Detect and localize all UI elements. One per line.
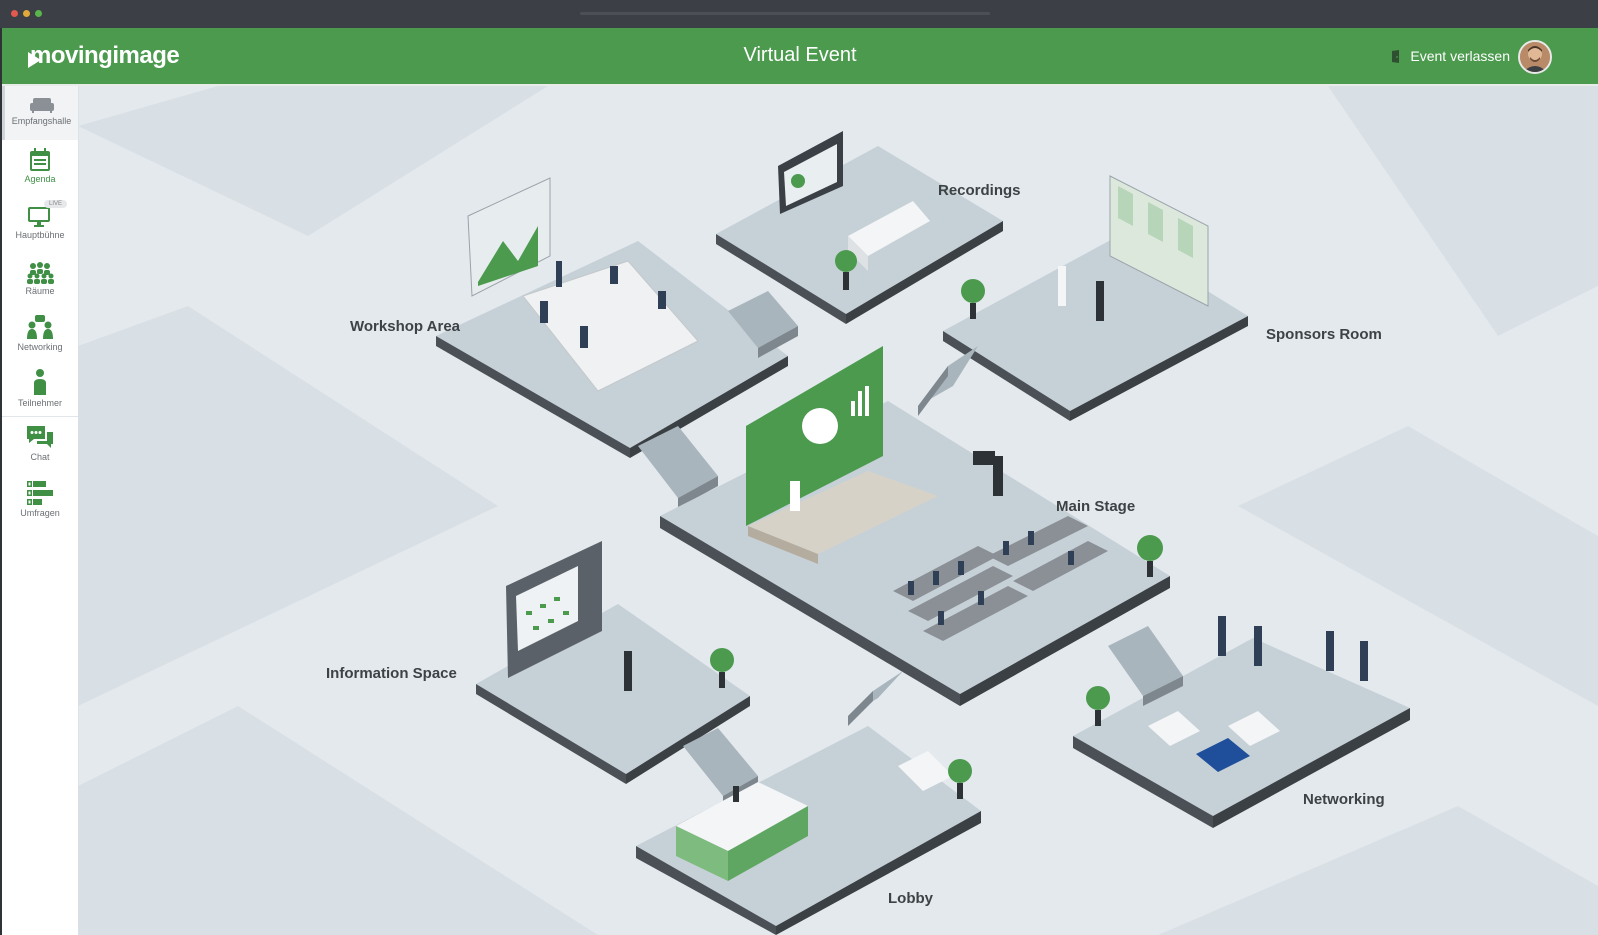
logo-play-icon: [28, 52, 41, 68]
maximize-window-button[interactable]: [35, 10, 42, 17]
sidebar-item-teilnehmer[interactable]: Teilnehmer: [2, 368, 78, 408]
sidebar-nav: Empfangshalle Agenda LIVE Hauptbühne: [2, 86, 79, 935]
venue-illustration: [78, 86, 1598, 935]
main-stage-room[interactable]: [660, 346, 1170, 706]
sidebar-item-raeume[interactable]: Räume: [2, 262, 78, 296]
room-label-recordings[interactable]: Recordings: [938, 182, 1021, 199]
brand-logo[interactable]: movingimage: [30, 42, 180, 69]
address-bar: [580, 12, 990, 15]
recordings-stairs: [728, 291, 798, 358]
sidebar-item-label: Hauptbühne: [15, 230, 65, 240]
poll-bars-icon: [27, 481, 53, 505]
room-label-workshop-area[interactable]: Workshop Area: [350, 318, 461, 335]
sidebar-item-label: Teilnehmer: [17, 398, 63, 408]
information-space-room[interactable]: [476, 541, 750, 784]
minimize-window-button[interactable]: [23, 10, 30, 17]
lobby-room[interactable]: [636, 726, 981, 935]
sidebar-item-label: Empfangshalle: [11, 116, 72, 126]
sidebar-item-umfragen[interactable]: Umfragen: [2, 480, 78, 518]
calendar-icon: [30, 148, 50, 171]
group-icon: [27, 262, 54, 284]
sidebar-item-hauptbuehne[interactable]: LIVE Hauptbühne: [2, 200, 78, 240]
live-badge: LIVE: [44, 200, 68, 208]
sidebar-item-agenda[interactable]: Agenda: [2, 148, 78, 184]
sidebar-item-label: Networking: [17, 342, 63, 352]
networking-stairs: [1108, 626, 1183, 706]
door-exit-icon: [1392, 49, 1400, 63]
room-label-main-stage[interactable]: Main Stage: [1056, 498, 1136, 515]
room-label-information-space[interactable]: Information Space: [326, 665, 457, 682]
recordings-room[interactable]: [716, 131, 1003, 324]
person-icon: [34, 369, 46, 395]
sidebar-divider: [2, 416, 78, 417]
sidebar-item-label: Umfragen: [20, 508, 60, 518]
leave-event-button[interactable]: Event verlassen: [1391, 48, 1510, 64]
sidebar-item-chat[interactable]: Chat: [2, 424, 78, 462]
monitor-icon: [28, 207, 50, 227]
room-label-networking[interactable]: Networking: [1303, 791, 1385, 808]
sponsors-room-room[interactable]: [943, 175, 1248, 421]
app-header: movingimage Virtual Event Event verlasse…: [2, 28, 1598, 86]
chat-bubbles-icon: [27, 426, 53, 448]
room-label-lobby[interactable]: Lobby: [888, 890, 933, 907]
sidebar-item-label: Agenda: [24, 174, 56, 184]
app-window: movingimage Virtual Event Event verlasse…: [2, 28, 1598, 935]
background-pattern: [78, 86, 1598, 935]
room-label-sponsors-room[interactable]: Sponsors Room: [1266, 326, 1382, 343]
virtual-venue-map: Workshop Area Recordings Sponsors Room M…: [78, 86, 1598, 935]
sidebar-item-label: Räume: [25, 286, 55, 296]
sofa-icon: [29, 98, 54, 113]
networking-room[interactable]: [1073, 616, 1410, 828]
sidebar-item-label: Chat: [30, 452, 50, 462]
sidebar-item-empfangshalle[interactable]: Empfangshalle: [2, 86, 78, 140]
workshop-area-room[interactable]: [436, 177, 788, 458]
window-titlebar: [0, 0, 1598, 28]
close-window-button[interactable]: [11, 10, 18, 17]
workshop-stairs: [638, 426, 718, 508]
sidebar-item-networking[interactable]: Networking: [2, 314, 78, 352]
sponsors-stairs: [918, 346, 978, 416]
lobby-stairs: [848, 671, 903, 726]
user-avatar[interactable]: [1518, 40, 1552, 74]
people-chat-icon: [27, 315, 53, 339]
page-title: Virtual Event: [743, 44, 857, 66]
leave-event-label: Event verlassen: [1410, 48, 1510, 64]
